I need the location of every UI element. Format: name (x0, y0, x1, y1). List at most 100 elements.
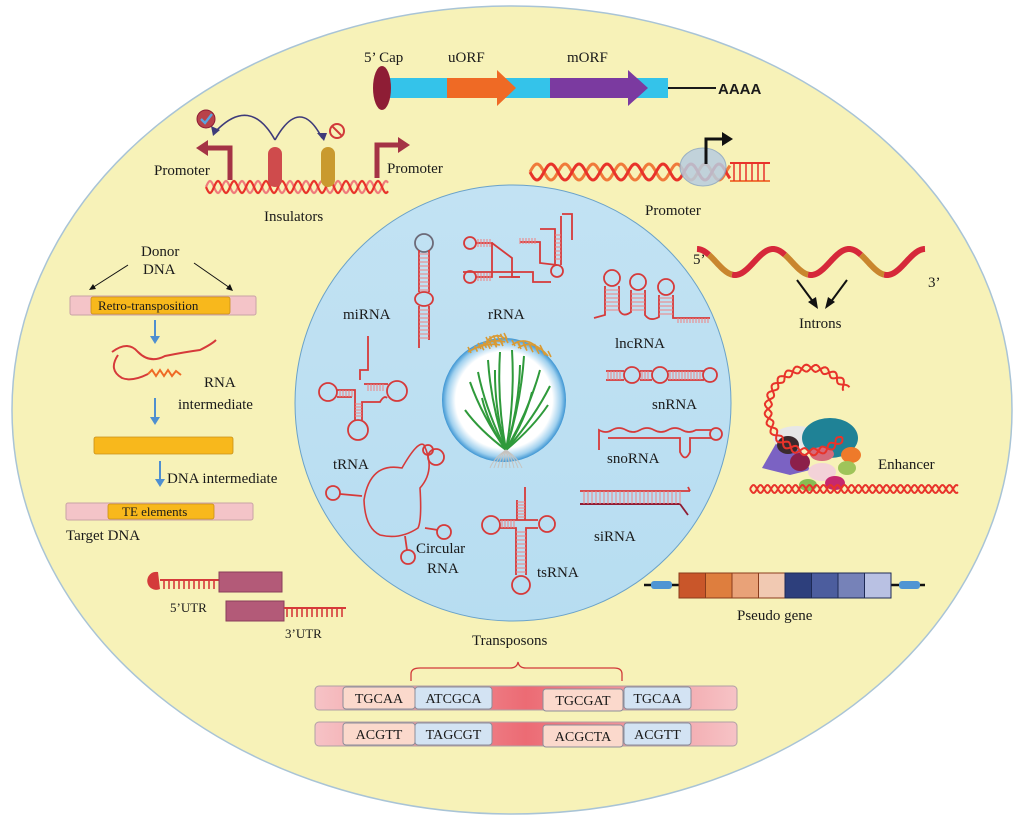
sequence-text: TGCAA (633, 692, 682, 707)
tsrna-label: tsRNA (537, 565, 579, 581)
down-arrowhead-1 (150, 336, 160, 344)
introns-label: Introns (799, 316, 842, 332)
promoter-open-dna (730, 162, 770, 182)
dna-intermediate-label: DNA intermediate (167, 471, 278, 487)
insulator-left-promoter-label: Promoter (154, 163, 210, 179)
retrotransposition-diagram: Donor DNA Retro-transposition RNA interm… (65, 244, 278, 544)
intron-arrow-right (829, 279, 848, 304)
rice-grain (498, 337, 504, 345)
rice-grain (486, 342, 491, 350)
transposons-title: Transposons (472, 633, 547, 649)
pseudo-gene-block (811, 572, 839, 599)
donor-arrowhead-right (226, 284, 233, 291)
dna-strand (749, 484, 959, 494)
intron-segment (807, 245, 863, 279)
rice-grain (482, 341, 488, 349)
introns-diagram: 5’ 3’ Introns (693, 245, 941, 332)
left-promoter-arrow (206, 145, 233, 180)
te-element (107, 503, 215, 520)
rice-grain (488, 340, 493, 347)
pseudo-gene-block (678, 572, 706, 599)
no-entry-icon (329, 123, 345, 139)
rice-grain (473, 345, 479, 352)
intron-segment (696, 246, 711, 258)
sequence-box (414, 686, 493, 710)
left-promoter-arrowhead (196, 140, 208, 156)
intron-arrow-left (796, 279, 815, 304)
circular-rna-label-2: RNA (427, 561, 459, 577)
donor-arrowhead-left (89, 284, 96, 290)
retro-element (90, 296, 231, 315)
dna-strand (763, 363, 845, 457)
insulator-arc-left (214, 114, 276, 141)
insulator-arc-right (274, 116, 323, 141)
mrna-orf-diagram: 5’ Cap uORF mORF AAAA (364, 50, 761, 110)
sequence-box (542, 688, 624, 712)
rice-grain (511, 339, 516, 347)
rna-intermediate-strand (111, 339, 217, 381)
pseudo-gene-block (864, 572, 892, 599)
retro-label: Retro-transposition (98, 298, 199, 313)
intron-arrowhead-left (808, 297, 818, 309)
promoter-diagram: Promoter (528, 132, 770, 219)
intron-segment (883, 246, 926, 279)
pseudo-gene-flank-left (651, 581, 672, 589)
sirna-structure (580, 486, 691, 516)
check-circle-icon (196, 109, 216, 129)
pseudo-gene-flank-right (899, 581, 920, 589)
right-promoter-arrowhead (398, 137, 410, 153)
rice-grain (488, 335, 494, 343)
sequence-text: TGCGAT (555, 694, 611, 709)
pseudo-gene-label: Pseudo gene (737, 608, 813, 624)
sequence-text: ACGTT (356, 728, 403, 743)
rrna-structure (463, 213, 573, 284)
pseudo-gene-block (705, 572, 733, 599)
right-promoter-arrow (374, 142, 400, 178)
sequence-text: TAGCGT (426, 728, 482, 743)
5utr-ladder (163, 580, 215, 589)
arc-arrowhead-left (211, 126, 220, 136)
trna-label: tRNA (333, 457, 369, 473)
rice-root (505, 449, 523, 469)
sequence-text: ACGTT (634, 728, 681, 743)
enhancer-dna-helix (749, 484, 959, 494)
rice-grain (517, 342, 522, 350)
enhancer-protein-lime (838, 461, 856, 475)
utr-diagram: 5’UTR 3’UTR (147, 571, 346, 641)
mirna-structure (414, 233, 434, 348)
rice-grain (467, 346, 472, 354)
sequence-text: ATCGCA (425, 692, 482, 707)
transcription-start-arrow (704, 137, 724, 164)
uorf-label: uORF (448, 50, 485, 66)
pseudo-gene-block (837, 572, 865, 599)
intron-segment (731, 245, 787, 279)
tsrna-structure (481, 487, 556, 595)
rice-grain (529, 345, 534, 353)
snorna-structure (598, 427, 723, 459)
down-arrowhead-3 (155, 479, 165, 487)
utr-cap-icon (147, 571, 160, 590)
3utr-ladder (286, 608, 343, 617)
snrna-structure (606, 366, 718, 384)
down-arrowhead-2 (150, 417, 160, 425)
ncrna-structures (318, 213, 723, 595)
enhancer-protein-orange (841, 447, 861, 463)
rice-grain (503, 332, 508, 340)
donor-label-line1: Donor (141, 244, 179, 260)
bottom-strand-sequences: ACGTT TAGCGT ACGCTA ACGTT (342, 722, 692, 748)
cap-label: 5’ Cap (364, 50, 403, 66)
sequence-box (542, 724, 624, 748)
sequence-text: ACGCTA (555, 730, 612, 745)
morf-label: mORF (567, 50, 608, 66)
te-label: TE elements (122, 504, 187, 519)
rice-grain (547, 350, 552, 358)
insulator-right-promoter-label: Promoter (387, 161, 443, 177)
polya-label: AAAA (718, 81, 761, 98)
rice-grain (492, 335, 497, 342)
trna-structure (318, 336, 408, 441)
enhancer-diagram: Enhancer (749, 363, 959, 494)
dna-intermediate-bar (93, 436, 234, 455)
rice-grain (535, 347, 540, 355)
circular-rna-structure (325, 443, 452, 565)
